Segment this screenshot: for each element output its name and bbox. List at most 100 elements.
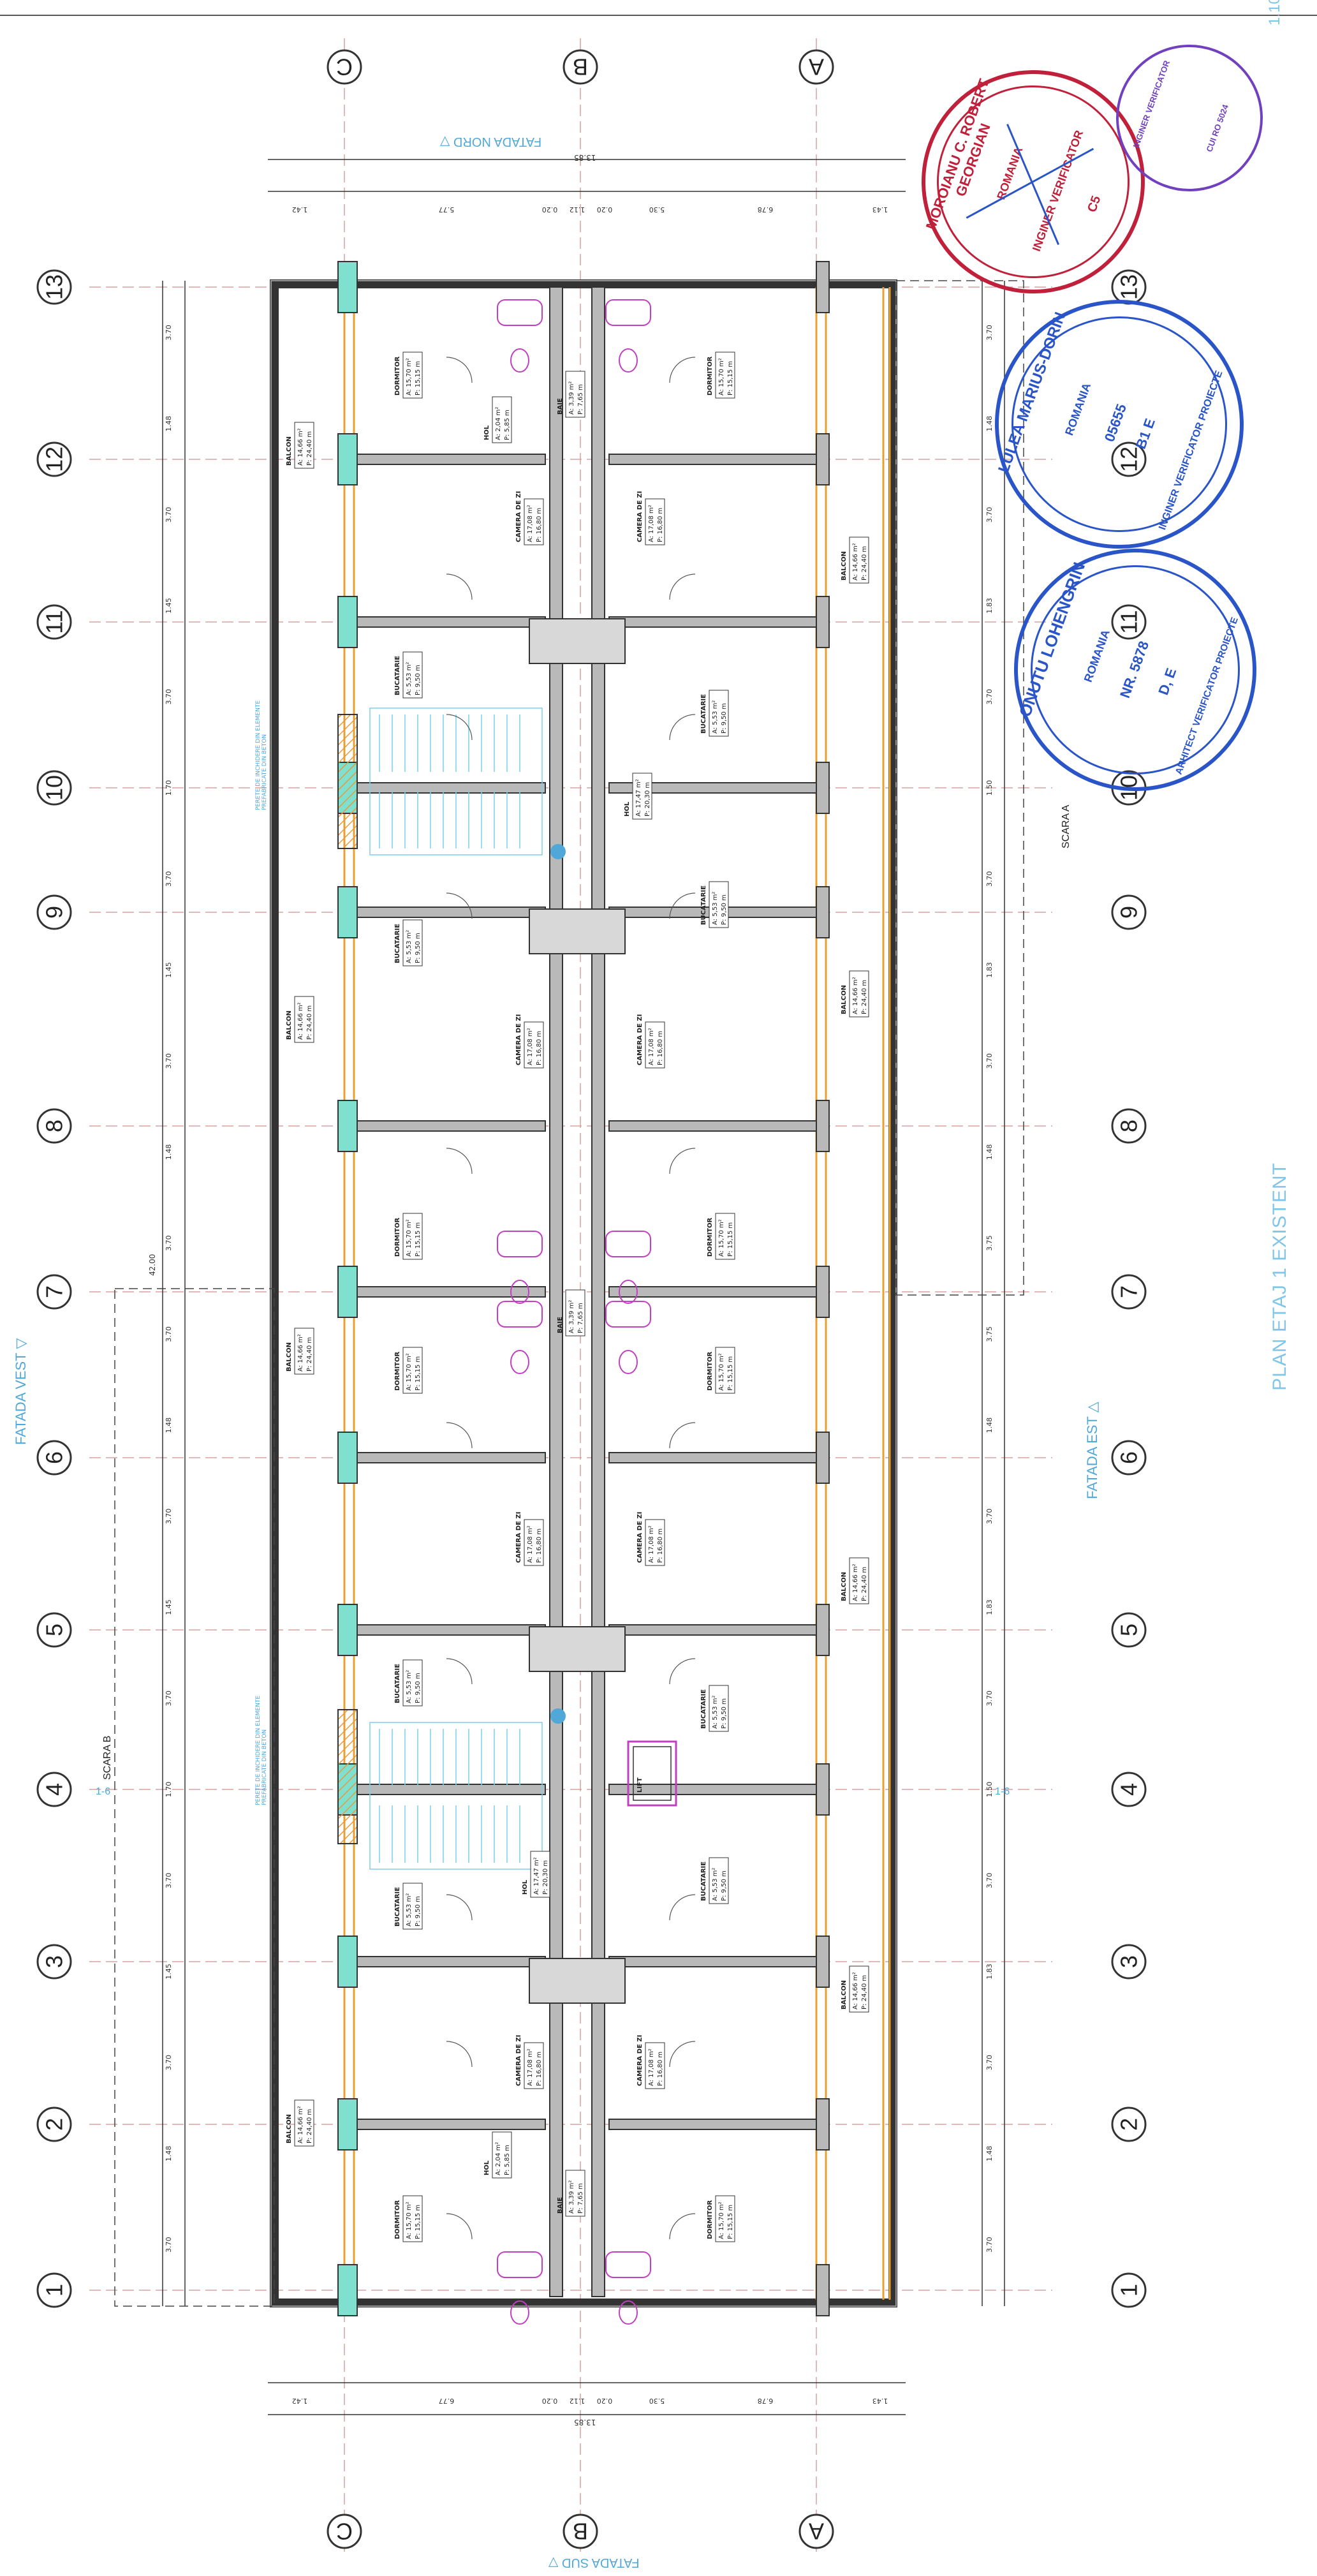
svg-text:DORMITOR: DORMITOR <box>707 1352 714 1391</box>
dim-value: 1.12 <box>570 205 585 214</box>
triangle-icon: ▽ <box>548 2556 559 2570</box>
facade-east-text: FATADA EST <box>1084 1416 1100 1499</box>
svg-text:P: 16,80 m: P: 16,80 m <box>657 508 664 542</box>
column-east <box>816 1936 830 1988</box>
facade-north-label: FATADA NORD ▽ <box>440 134 541 150</box>
svg-text:5: 5 <box>1116 1624 1142 1636</box>
toilet <box>510 2300 529 2325</box>
svg-text:8: 8 <box>41 1120 68 1132</box>
door-swing <box>446 357 473 383</box>
svg-text:P: 15,15 m: P: 15,15 m <box>415 361 422 396</box>
svg-text:A: 5,53 m²: A: 5,53 m² <box>712 1868 719 1901</box>
cross-wall-left <box>353 782 546 794</box>
svg-text:8: 8 <box>1116 1120 1142 1132</box>
svg-text:P: 7,65 m: P: 7,65 m <box>577 2183 584 2214</box>
overall-length-dim: 42.00 <box>148 1254 157 1276</box>
toilet <box>619 2300 638 2325</box>
toilet <box>510 348 529 373</box>
column-east <box>816 2264 830 2316</box>
column-east <box>816 1763 830 1816</box>
dim-value: 6.77 <box>439 2397 455 2405</box>
svg-text:B: B <box>573 54 588 80</box>
grid-bubble-10-right: 10 <box>1111 770 1147 806</box>
svg-text:CAMERA DE ZI: CAMERA DE ZI <box>636 1014 644 1065</box>
svg-text:P: 15,15 m: P: 15,15 m <box>415 1356 422 1391</box>
column-west <box>337 1936 358 1988</box>
bathtub <box>605 1231 651 1257</box>
svg-text:1: 1 <box>41 2284 68 2297</box>
grid-bubble-7-right: 7 <box>1111 1274 1147 1310</box>
column-west <box>337 2264 358 2316</box>
svg-text:P: 20,30 m: P: 20,30 m <box>644 782 651 817</box>
dim-value: 0.20 <box>542 2397 558 2405</box>
stair-a-label: SCARA A <box>1061 804 1071 848</box>
corridor-core <box>529 618 626 664</box>
cross-wall-right <box>608 2119 817 2130</box>
toilet <box>619 1280 638 1304</box>
dim-value: 3.70 <box>165 507 173 523</box>
svg-text:A: 17,08 m²: A: 17,08 m² <box>648 1028 655 1065</box>
door-swing <box>669 1894 696 1921</box>
svg-text:1: 1 <box>1116 2284 1142 2297</box>
cross-wall-left <box>353 1452 546 1463</box>
svg-text:A: 14,66 m²: A: 14,66 m² <box>297 2106 304 2143</box>
corridor-core <box>529 1626 626 1672</box>
stair-b-flights <box>369 1722 543 1870</box>
door-swing <box>669 574 696 600</box>
svg-text:C: C <box>336 54 353 80</box>
svg-text:P: 7,65 m: P: 7,65 m <box>577 384 584 415</box>
grid-bubble-5-right: 5 <box>1111 1612 1147 1648</box>
column-east <box>816 433 830 485</box>
door-swing <box>446 1422 473 1449</box>
door-swing <box>669 892 696 919</box>
dim-value: 3.70 <box>165 1872 173 1888</box>
dim-value: 3.70 <box>985 1509 994 1525</box>
bathtub <box>497 299 543 326</box>
svg-text:BUCATARIE: BUCATARIE <box>394 656 401 695</box>
dim-value: 1.43 <box>872 2397 888 2405</box>
column-west <box>337 261 358 313</box>
grid-bubble-1-left: 1 <box>36 2272 72 2308</box>
grid-bubble-11-right: 11 <box>1111 604 1147 640</box>
dim-value: 1.12 <box>570 2397 585 2405</box>
dimension-lines <box>162 159 1005 2415</box>
column-east <box>816 2098 830 2150</box>
dim-value: 3.70 <box>165 2055 173 2071</box>
svg-text:A: 14,66 m²: A: 14,66 m² <box>852 977 859 1014</box>
cross-wall-left <box>353 1956 546 1967</box>
svg-text:A: 17,08 m²: A: 17,08 m² <box>648 2048 655 2086</box>
dim-value: 3.70 <box>165 325 173 341</box>
grid-bubble-12-left: 12 <box>36 441 72 477</box>
svg-text:HOL: HOL <box>483 425 490 440</box>
dim-value: 1.48 <box>165 1418 173 1433</box>
svg-text:HOL: HOL <box>483 2160 490 2175</box>
grid-bubble-1-right: 1 <box>1111 2272 1147 2308</box>
dim-value: 1.48 <box>985 2146 994 2162</box>
svg-text:P: 24,40 m: P: 24,40 m <box>861 1975 868 2010</box>
svg-text:A: 5,53 m²: A: 5,53 m² <box>406 930 413 963</box>
dim-value: 3.75 <box>985 1235 994 1251</box>
facade-south-text: FATADA SUD <box>561 2556 640 2570</box>
dim-value: 3.70 <box>165 871 173 887</box>
svg-text:P: 24,40 m: P: 24,40 m <box>306 1337 313 1372</box>
toilet <box>619 348 638 373</box>
svg-text:A: 5,53 m²: A: 5,53 m² <box>406 1893 413 1927</box>
svg-text:A: 17,08 m²: A: 17,08 m² <box>527 2048 534 2086</box>
grid-bubble-C-bottom: C <box>327 2513 362 2549</box>
toilet <box>510 1280 529 1304</box>
stair-b-label: SCARA B <box>102 1735 113 1780</box>
svg-text:P: 16,80 m: P: 16,80 m <box>657 1031 664 1065</box>
dim-value: 1.48 <box>985 1144 994 1160</box>
svg-text:A: 15,70 m²: A: 15,70 m² <box>406 2202 413 2239</box>
svg-text:DORMITOR: DORMITOR <box>707 357 714 396</box>
cross-wall-left <box>353 907 546 918</box>
section-marker-icon <box>550 844 566 859</box>
cross-wall-right <box>608 1120 817 1132</box>
